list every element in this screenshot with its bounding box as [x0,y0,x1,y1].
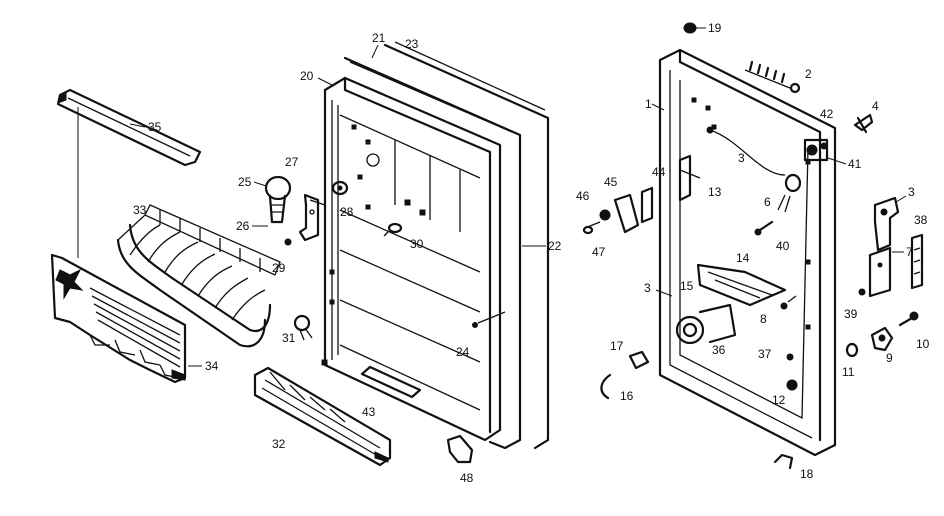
door-shelf-rail [56,88,202,167]
label-21: 21 [372,31,386,45]
label-18: 18 [800,467,814,481]
label-29: 29 [272,261,286,275]
cable-3 [706,126,786,176]
label-48: 48 [460,471,474,485]
label-42: 42 [820,107,834,121]
label-37: 37 [758,347,772,361]
screw-24 [472,311,506,328]
lamp-bulb [264,175,292,224]
label-3-panel: 3 [644,281,651,295]
label-17: 17 [610,339,624,353]
shelf-bracket [298,193,326,242]
catch-44-45 [613,186,654,234]
clip-31 [293,314,313,341]
label-4: 4 [872,99,879,113]
label-43: 43 [362,405,376,419]
label-2: 2 [805,67,812,81]
label-20: 20 [300,69,314,83]
label-35: 35 [148,120,162,134]
hinge-7 [868,246,892,298]
label-22: 22 [548,239,562,253]
label-15: 15 [680,279,694,293]
washer-11 [845,342,859,358]
label-36: 36 [712,343,726,357]
label-40: 40 [776,239,790,253]
label-31: 31 [282,331,296,345]
screw-29 [284,238,292,246]
label-13: 13 [708,185,722,199]
label-3-hinge: 3 [908,185,915,199]
label-46: 46 [576,189,590,203]
plate-14 [696,263,787,307]
hinge-41-42 [803,138,829,162]
label-12: 12 [772,393,786,407]
label-34: 34 [205,359,219,373]
spring-47 [582,221,601,235]
label-11: 11 [842,365,855,379]
hinge-pin-48 [446,434,474,464]
door-shelf-rack [116,204,281,348]
screw-30 [383,222,403,237]
cord-16 [600,373,612,400]
label-8: 8 [760,312,767,326]
label-6: 6 [764,195,771,209]
outer-door-panel [658,48,837,457]
screw-46 [599,209,611,221]
screw-19 [683,22,706,34]
label-16: 16 [620,389,634,403]
label-1: 1 [645,97,652,111]
lamp-socket [331,180,349,196]
label-32: 32 [272,437,286,451]
label-39: 39 [844,307,858,321]
label-23: 23 [405,37,419,51]
kick-plate-32 [253,366,392,467]
door-gasket-outer [383,41,550,450]
screw-10 [898,311,919,327]
switch-6 [777,173,802,213]
latch-38 [910,233,924,290]
screw-39 [858,288,866,296]
label-27: 27 [285,155,299,169]
label-19: 19 [708,21,722,35]
label-28: 28 [340,205,354,219]
label-44: 44 [652,165,666,179]
door-shelf-front-panel [50,253,187,384]
nut-12 [786,379,798,391]
spring-2 [744,60,801,94]
label-9: 9 [886,351,893,365]
label-30: 30 [410,237,424,251]
callout-labels: 35 33 34 25 26 27 28 29 30 31 32 43 48 2… [129,21,930,485]
label-14: 14 [736,251,750,265]
label-41: 41 [848,157,862,171]
door-inner-liner [321,76,502,442]
hinge-plate-5 [873,196,900,252]
label-47: 47 [592,245,606,259]
bottom-cover-43 [360,365,422,399]
label-26: 26 [236,219,250,233]
door-gasket-inner [343,56,522,450]
label-24: 24 [456,345,470,359]
foot-18 [773,453,794,470]
label-33: 33 [133,203,147,217]
knob-17 [628,350,650,370]
label-10: 10 [916,337,930,351]
bracket-13 [678,154,701,202]
label-45: 45 [604,175,618,189]
label-25: 25 [238,175,252,189]
label-38: 38 [914,213,928,227]
screw-37 [786,353,794,361]
handle-bracket-9 [870,326,894,352]
label-7: 7 [906,245,913,259]
bracket-4 [853,113,874,134]
screw-8 [780,295,797,310]
screw-40 [754,220,774,236]
thermostat-15-36 [675,303,737,345]
label-3-cable: 3 [738,151,745,165]
